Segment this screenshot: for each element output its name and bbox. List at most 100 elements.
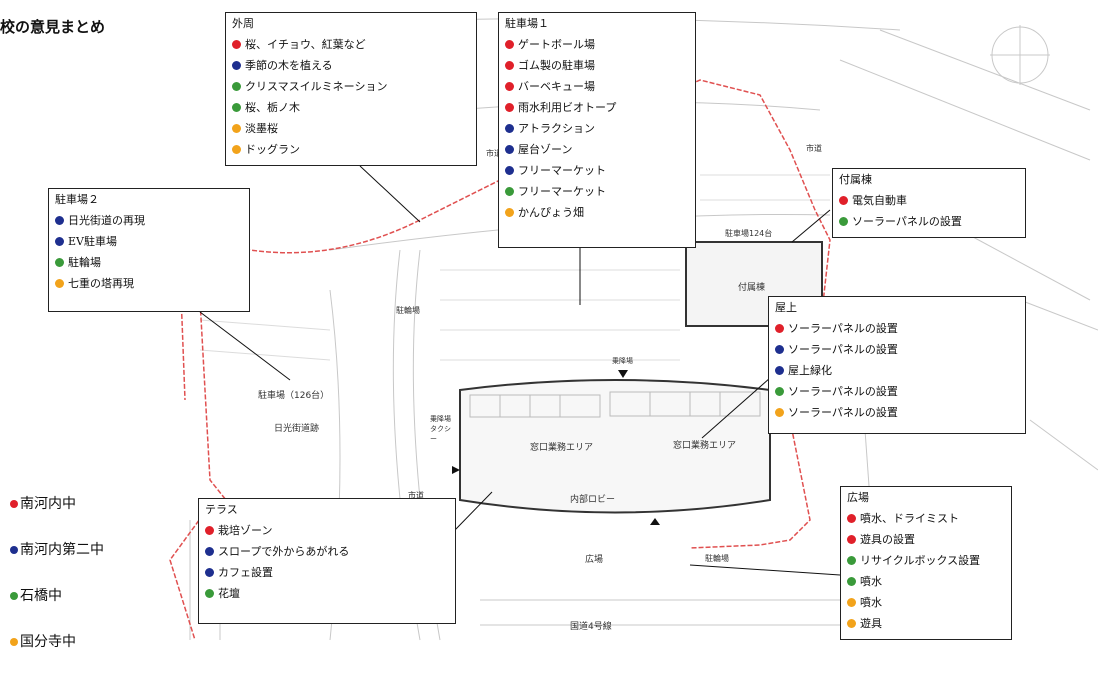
callout-item: カフェ設置 <box>205 562 449 583</box>
school-color-dot-icon <box>232 40 241 49</box>
callout-item-text: スロープで外からあがれる <box>218 545 350 558</box>
school-color-dot-icon <box>847 619 856 628</box>
callout-item: 栽培ゾーン <box>205 520 449 541</box>
callout-title: 駐車場１ <box>505 17 549 30</box>
callout-item-text: 電気自動車 <box>852 194 907 207</box>
callout-item-text: 季節の木を植える <box>245 59 333 72</box>
map-label-window-area-left: 窓口業務エリア <box>530 443 594 453</box>
school-color-dot-icon <box>839 217 848 226</box>
callout-item: 遊具 <box>847 613 1005 634</box>
school-color-dot-icon <box>205 568 214 577</box>
callout-item-text: EV駐車場 <box>68 235 117 248</box>
school-color-dot-icon <box>505 40 514 49</box>
school-color-dot-icon <box>775 345 784 354</box>
entrance-arrow-bottom <box>650 518 660 525</box>
school-color-dot-icon <box>505 187 514 196</box>
callout-item: クリスマスイルミネーション <box>232 76 470 97</box>
school-color-dot-icon <box>505 61 514 70</box>
callout-item: ゴム製の駐車場 <box>505 55 689 76</box>
school-color-dot-icon <box>505 103 514 112</box>
callout-item: 噴水 <box>847 592 1005 613</box>
legend-color-dot-icon <box>10 546 18 554</box>
entrance-arrow-left <box>452 466 460 474</box>
callout-item: ソーラーパネルの設置 <box>775 402 1019 423</box>
callout-outer-perimeter: 外周 桜、イチョウ、紅葉など季節の木を植えるクリスマスイルミネーション桜、栃ノ木… <box>225 12 477 166</box>
school-color-dot-icon <box>205 526 214 535</box>
callout-item: 噴水 <box>847 571 1005 592</box>
map-label-taxi: 乗降場 タクシー <box>430 415 451 443</box>
callout-item-text: アトラクション <box>518 122 595 135</box>
school-color-dot-icon <box>847 598 856 607</box>
legend-item: 南河内中 <box>10 492 104 538</box>
school-color-dot-icon <box>505 166 514 175</box>
callout-item-text: リサイクルボックス設置 <box>860 554 981 567</box>
map-label-lobby: 内部ロビー <box>570 495 616 505</box>
legend-item: 石橋中 <box>10 584 104 630</box>
callout-item-text: 花壇 <box>218 587 240 600</box>
school-color-dot-icon <box>505 208 514 217</box>
callout-item-text: ソーラーパネルの設置 <box>788 343 898 356</box>
page-title: 校の意見まとめ <box>0 18 106 36</box>
school-color-dot-icon <box>505 124 514 133</box>
callout-item: バーベキュー場 <box>505 76 689 97</box>
school-color-dot-icon <box>775 324 784 333</box>
callout-item: 桜、栃ノ木 <box>232 97 470 118</box>
callout-item: 駐輪場 <box>55 252 243 273</box>
legend-label: 南河内第二中 <box>20 542 104 558</box>
callout-item: 遊具の設置 <box>847 529 1005 550</box>
callout-item: 雨水利用ビオトープ <box>505 97 689 118</box>
callout-item-text: 淡墨桜 <box>245 122 278 135</box>
school-color-dot-icon <box>775 408 784 417</box>
callout-item-text: 桜、栃ノ木 <box>245 101 300 114</box>
parking-stripes <box>199 174 830 361</box>
callout-item: フリーマーケット <box>505 181 689 202</box>
school-legend: 南河内中南河内第二中石橋中国分寺中 <box>10 492 104 676</box>
school-color-dot-icon <box>55 237 64 246</box>
legend-color-dot-icon <box>10 500 18 508</box>
school-color-dot-icon <box>55 279 64 288</box>
callout-rooftop: 屋上 ソーラーパネルの設置ソーラーパネルの設置屋上緑化ソーラーパネルの設置ソーラ… <box>768 296 1026 434</box>
map-label-plaza: 広場 <box>585 555 604 565</box>
school-color-dot-icon <box>232 61 241 70</box>
school-color-dot-icon <box>839 196 848 205</box>
callout-item-text: ソーラーパネルの設置 <box>788 406 898 419</box>
callout-item: ソーラーパネルの設置 <box>775 339 1019 360</box>
school-color-dot-icon <box>55 258 64 267</box>
callout-item: リサイクルボックス設置 <box>847 550 1005 571</box>
callout-item-text: 噴水、ドライミスト <box>860 512 959 525</box>
callout-item: 日光街道の再現 <box>55 210 243 231</box>
callout-item-text: 噴水 <box>860 575 882 588</box>
school-color-dot-icon <box>232 145 241 154</box>
main-building <box>459 379 771 514</box>
entrance-arrow-top <box>618 370 628 378</box>
legend-item: 国分寺中 <box>10 630 104 676</box>
callout-item-text: フリーマーケット <box>518 164 606 177</box>
callout-item-text: 屋上緑化 <box>788 364 832 377</box>
callout-item: フリーマーケット <box>505 160 689 181</box>
callout-item-text: かんぴょう畑 <box>518 206 584 219</box>
school-color-dot-icon <box>55 216 64 225</box>
callout-item: ソーラーパネルの設置 <box>775 381 1019 402</box>
map-label-route4: 国道4号線 <box>570 622 612 632</box>
map-label-parking-126: 駐車場（126台） <box>258 391 330 401</box>
callout-title: 外周 <box>232 17 254 30</box>
callout-item: スロープで外からあがれる <box>205 541 449 562</box>
callout-title: テラス <box>205 503 238 516</box>
callout-item-text: 遊具の設置 <box>860 533 915 546</box>
callout-item-text: 七重の塔再現 <box>68 277 134 290</box>
callout-item: ゲートボール場 <box>505 34 689 55</box>
callout-item-text: 日光街道の再現 <box>68 214 145 227</box>
map-label-window-area-right: 窓口業務エリア <box>673 441 737 451</box>
school-color-dot-icon <box>505 82 514 91</box>
callout-item-text: ソーラーパネルの設置 <box>788 385 898 398</box>
map-label-rear-road-1: 市道 <box>486 149 502 158</box>
callout-title: 屋上 <box>775 301 797 314</box>
callout-items: 電気自動車ソーラーパネルの設置 <box>839 190 1019 232</box>
callout-items: ソーラーパネルの設置ソーラーパネルの設置屋上緑化ソーラーパネルの設置ソーラーパネ… <box>775 318 1019 423</box>
callout-title: 付属棟 <box>839 173 872 186</box>
callout-items: 桜、イチョウ、紅葉など季節の木を植えるクリスマスイルミネーション桜、栃ノ木淡墨桜… <box>232 34 470 160</box>
school-color-dot-icon <box>205 589 214 598</box>
map-label-parking-124: 駐車場124台 <box>725 229 773 238</box>
map-label-nikko-road: 日光街道跡 <box>274 424 320 434</box>
callout-item: 季節の木を植える <box>232 55 470 76</box>
